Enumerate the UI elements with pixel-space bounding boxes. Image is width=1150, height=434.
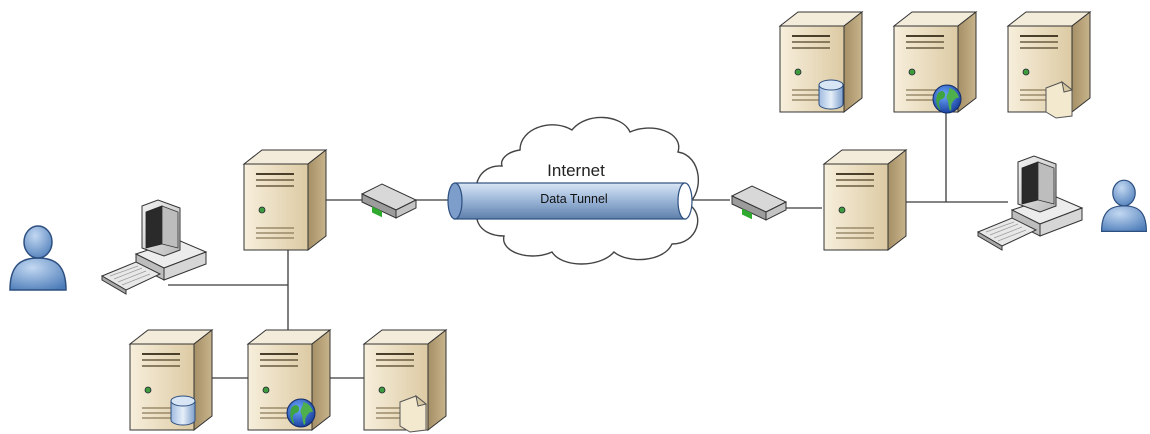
globe-icon (286, 398, 316, 428)
file-icon (1045, 81, 1073, 119)
db-server-left (129, 329, 213, 431)
user-left-icon (9, 225, 67, 291)
workstation-right-icon (977, 155, 1083, 251)
web-server-right (893, 11, 977, 114)
db-server-right (779, 11, 863, 113)
file-icon (399, 395, 427, 433)
web-server-left (247, 329, 331, 431)
user-right-icon (1100, 179, 1148, 233)
workstation-left-icon (101, 199, 207, 295)
file-server-left (363, 329, 447, 433)
database-icon (170, 395, 196, 426)
file-server-right (1007, 11, 1091, 119)
tunnel-label: Data Tunnel (540, 192, 607, 206)
connection-lines (168, 112, 1008, 379)
gateway-server-right-icon (823, 149, 907, 251)
internet-label: Internet (547, 161, 605, 180)
globe-icon (932, 84, 962, 114)
gateway-server-left-icon (243, 149, 327, 251)
database-icon (818, 79, 844, 110)
data-tunnel: Data Tunnel (447, 182, 693, 220)
router-right-icon (731, 185, 787, 221)
router-left-icon (361, 183, 417, 219)
